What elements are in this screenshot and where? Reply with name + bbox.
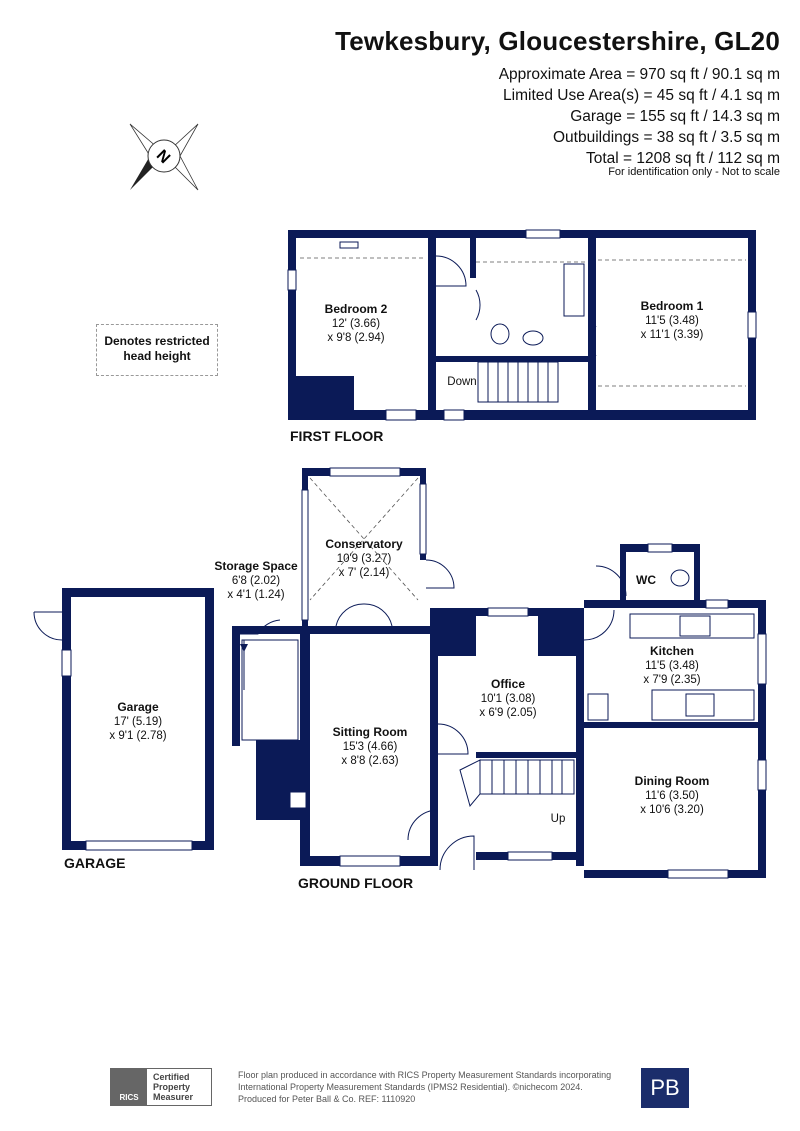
brand-logo: PB (641, 1068, 689, 1108)
first-floor: Down Bedroom 2 12' (3.66) x 9'8 (2.94) B… (287, 229, 757, 444)
compass-icon: N (129, 123, 199, 191)
rics-text-line: Certified (153, 1072, 190, 1082)
rics-badge: RICS Certified Property Measurer (110, 1068, 212, 1106)
room-name-bedroom-2: Bedroom 2 (325, 302, 388, 316)
room-dim-conservatory-a: 10'9 (3.27) (337, 553, 392, 565)
room-dim-bedroom-2-b: x 9'8 (2.94) (327, 332, 384, 344)
room-name-storage: Storage Space (214, 559, 298, 573)
rics-text-line: Measurer (153, 1092, 194, 1102)
room-name-conservatory: Conservatory (325, 537, 403, 551)
room-dim-sitting-room-a: 15'3 (4.66) (343, 741, 398, 753)
ground-floor-label: GROUND FLOOR (298, 875, 413, 891)
room-dim-storage-a: 6'8 (2.02) (232, 575, 280, 587)
rics-text-line: Property (153, 1082, 191, 1092)
room-dim-office-b: x 6'9 (2.05) (479, 707, 536, 719)
room-dim-bedroom-1-b: x 11'1 (3.39) (641, 329, 704, 341)
first-floor-stairs (477, 361, 559, 403)
room-dim-garage-b: x 9'1 (2.78) (109, 730, 166, 742)
area-garage: Garage = 155 sq ft / 14.3 sq m (570, 108, 780, 125)
room-dim-conservatory-b: x 7' (2.14) (339, 567, 390, 579)
room-dim-dining-room-a: 11'6 (3.50) (645, 790, 699, 802)
legend-line-1: Denotes restricted (104, 334, 210, 348)
room-name-dining-room: Dining Room (635, 774, 710, 788)
ground-floor: Up WC Conservatory 10'9 (3.27) x 7' (2.1… (214, 467, 767, 891)
rics-logo-icon: RICS (111, 1069, 147, 1105)
first-floor-label: FIRST FLOOR (290, 428, 383, 444)
ground-floor-stairs (459, 759, 575, 808)
page-title: Tewkesbury, Gloucestershire, GL20 (335, 26, 780, 56)
room-dim-dining-room-b: x 10'6 (3.20) (640, 804, 704, 816)
rics-certified-text: Certified Property Measurer (147, 1072, 193, 1102)
room-name-bedroom-1: Bedroom 1 (641, 299, 704, 313)
room-name-wc: WC (636, 573, 656, 587)
legend-line-2: head height (123, 349, 191, 363)
room-name-sitting-room: Sitting Room (333, 725, 408, 739)
footer-text: Floor plan produced in accordance with R… (238, 1069, 638, 1105)
footer-line-3: Produced for Peter Ball & Co. REF: 11109… (238, 1094, 416, 1104)
room-dim-kitchen-a: 11'5 (3.48) (645, 660, 699, 672)
area-summary: Approximate Area = 970 sq ft / 90.1 sq m… (499, 64, 780, 169)
room-name-office: Office (491, 677, 525, 691)
disclaimer-note: For identification only - Not to scale (608, 166, 780, 178)
area-outbuildings: Outbuildings = 38 sq ft / 3.5 sq m (552, 129, 780, 146)
garage-floor-label: GARAGE (64, 855, 125, 871)
garage-plan: Garage 17' (5.19) x 9'1 (2.78) GARAGE (33, 588, 214, 871)
room-dim-storage-b: x 4'1 (1.24) (227, 589, 284, 601)
room-dim-bedroom-1-a: 11'5 (3.48) (645, 315, 699, 327)
room-name-kitchen: Kitchen (650, 644, 694, 658)
room-dim-kitchen-b: x 7'9 (2.35) (643, 674, 700, 686)
area-approximate: Approximate Area = 970 sq ft / 90.1 sq m (498, 66, 780, 83)
area-limited-use: Limited Use Area(s) = 45 sq ft / 4.1 sq … (503, 87, 780, 104)
room-dim-bedroom-2-a: 12' (3.66) (332, 318, 380, 330)
footer-line-1: Floor plan produced in accordance with R… (238, 1070, 612, 1080)
stairs-up-label: Up (551, 813, 566, 825)
room-name-garage: Garage (117, 700, 159, 714)
footer-line-2: International Property Measurement Stand… (238, 1082, 583, 1092)
area-total: Total = 1208 sq ft / 112 sq m (585, 150, 780, 167)
room-dim-sitting-room-b: x 8'8 (2.63) (341, 755, 398, 767)
room-dim-office-a: 10'1 (3.08) (481, 693, 536, 705)
room-dim-garage-a: 17' (5.19) (114, 716, 162, 728)
stairs-down-label: Down (447, 376, 476, 388)
restricted-height-legend: Denotes restricted head height (96, 324, 218, 376)
